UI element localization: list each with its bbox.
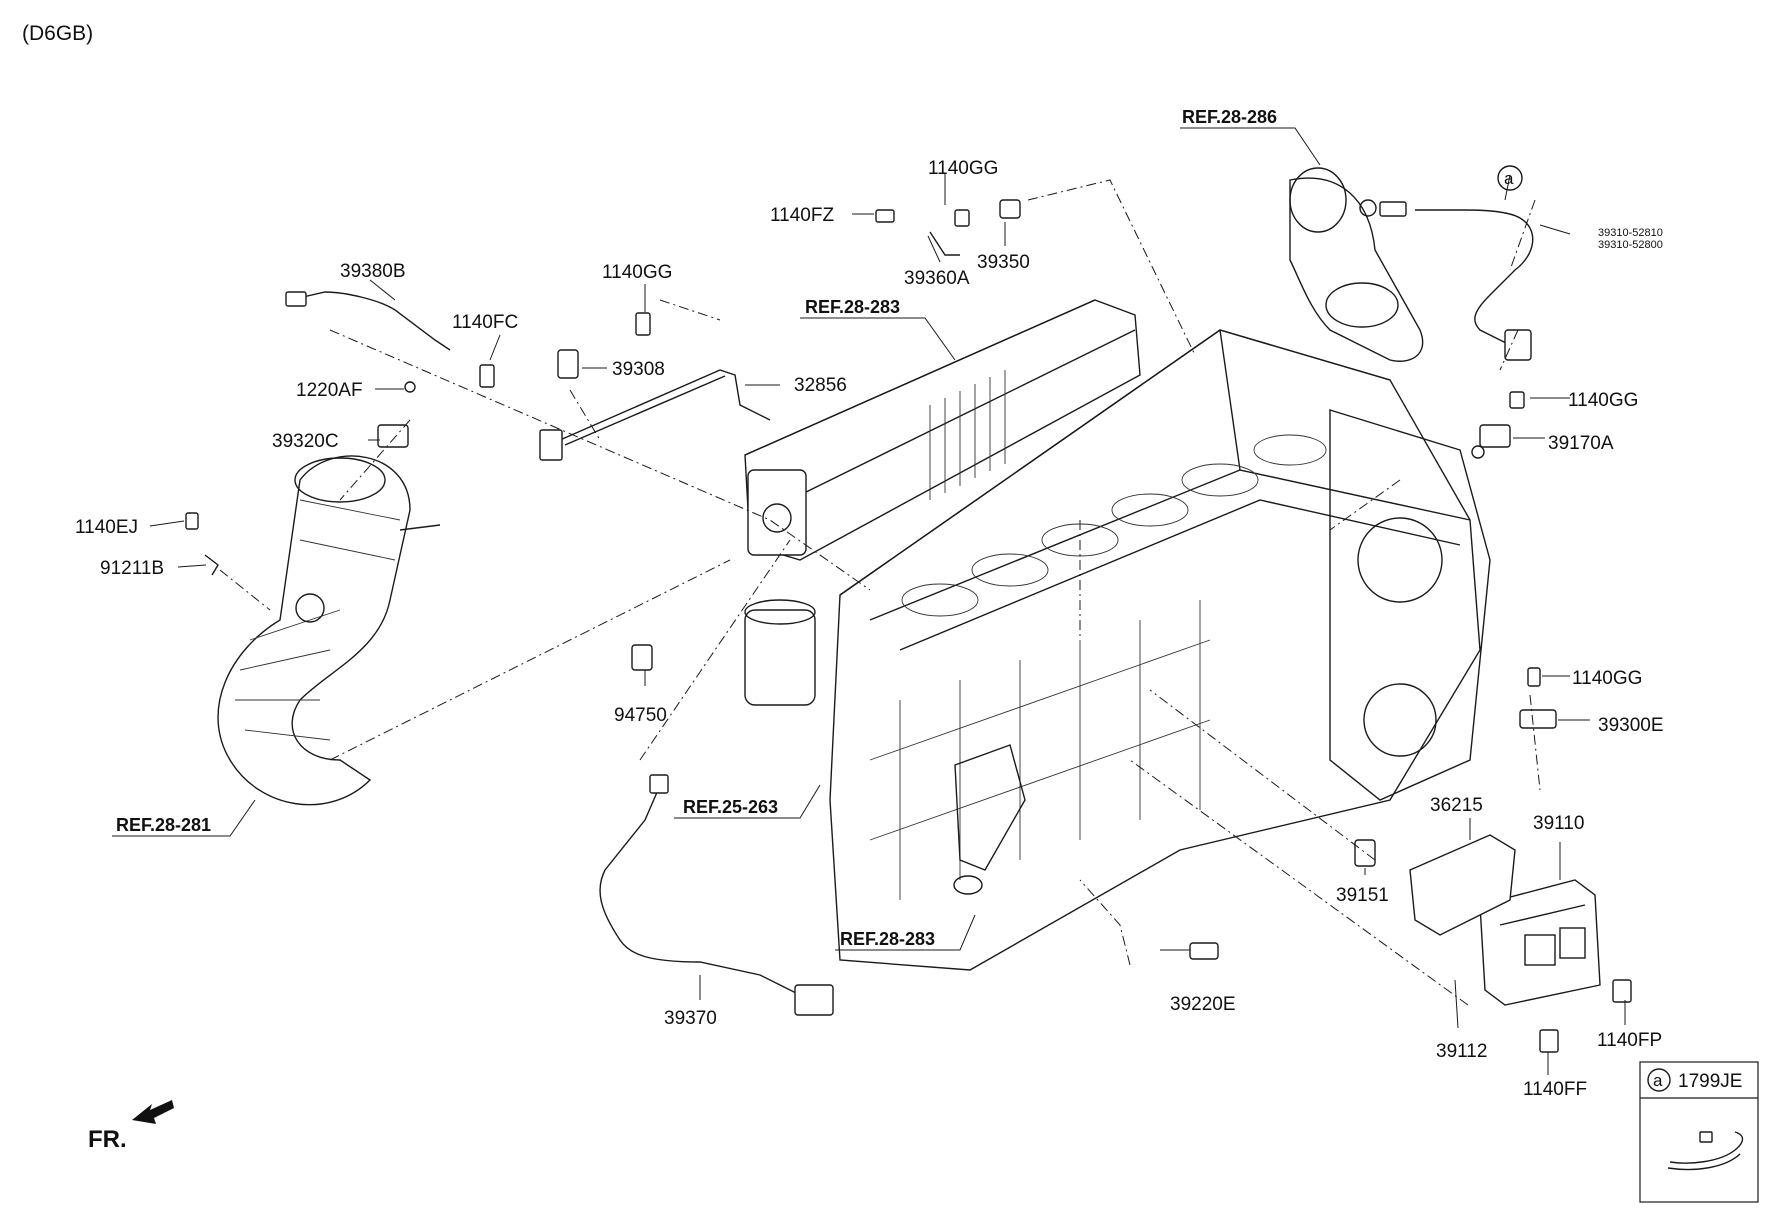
label-39380b: 39380B	[340, 261, 406, 282]
label-1140ej: 1140EJ	[75, 517, 138, 538]
label-39170a: 39170A	[1548, 433, 1614, 454]
bracket-36215	[1409, 834, 1516, 936]
callout-a: a	[1497, 165, 1523, 191]
front-arrow-icon	[132, 1100, 174, 1124]
front-direction-indicator: FR.	[88, 1100, 174, 1153]
label-36215: 36215	[1430, 795, 1483, 816]
label-1220af: 1220AF	[296, 380, 363, 401]
label-1140ff: 1140FF	[1523, 1079, 1587, 1100]
inset-1799je: a 1799JE	[1639, 1061, 1759, 1203]
label-32856: 32856	[794, 375, 847, 396]
ref-labels: REF.28-286 REF.28-283 REF.28-281 REF.25-…	[116, 107, 1277, 949]
label-39310-52810: 39310-52810	[1598, 227, 1663, 239]
turbo-duct	[1289, 167, 1424, 362]
label-39308: 39308	[612, 359, 665, 380]
label-39350: 39350	[977, 252, 1030, 273]
label-94750: 94750	[614, 705, 667, 726]
engine-code-label: (D6GB)	[22, 22, 93, 45]
sensor-39380b-wire	[289, 291, 451, 351]
label-1140gg-r2: 1140GG	[1572, 668, 1642, 689]
label-39110: 39110	[1533, 813, 1584, 834]
label-39151: 39151	[1336, 885, 1389, 906]
label-39320c: 39320C	[272, 431, 339, 452]
part-labels: 1140GG 1140FZ 39360A 39350 39380B 1140GG…	[75, 158, 1664, 1100]
sensor-39370-wire	[599, 789, 801, 996]
centerlines	[219, 179, 1541, 1006]
ref-28-281: REF.28-281	[116, 815, 211, 835]
label-39300e: 39300E	[1598, 715, 1664, 736]
callout-a-letter: a	[1504, 169, 1514, 188]
label-1140gg-r1: 1140GG	[1568, 390, 1638, 411]
ref-28-283-top: REF.28-283	[805, 297, 900, 317]
engine-block	[744, 329, 1491, 971]
intake-hose	[217, 455, 441, 806]
label-1140fz: 1140FZ	[770, 205, 834, 226]
ref-25-263: REF.25-263	[683, 797, 778, 817]
egr-cooler	[744, 299, 1141, 561]
pipe-32856	[559, 369, 771, 441]
label-1140gg-top: 1140GG	[928, 158, 998, 179]
inset-part-number: 1799JE	[1678, 1071, 1742, 1092]
label-39360a: 39360A	[904, 268, 970, 289]
label-1140fc: 1140FC	[452, 312, 518, 333]
label-39370: 39370	[664, 1008, 717, 1029]
leader-lines	[149, 174, 1626, 1075]
ref-28-286: REF.28-286	[1182, 107, 1277, 127]
label-1140fp: 1140FP	[1597, 1030, 1662, 1051]
front-label: FR.	[88, 1126, 127, 1153]
label-39112: 39112	[1436, 1041, 1487, 1062]
label-39220e: 39220E	[1170, 994, 1236, 1015]
label-91211b: 91211B	[100, 558, 164, 579]
bolts	[185, 199, 1632, 1053]
label-1140gg-mid: 1140GG	[602, 262, 672, 283]
ref-28-283-bottom: REF.28-283	[840, 929, 935, 949]
inset-letter: a	[1653, 1071, 1663, 1090]
sensor-39310-wire	[1415, 209, 1534, 346]
label-39310-52800: 39310-52800	[1598, 239, 1663, 251]
ecu-module	[1479, 879, 1601, 1006]
ref-leaders	[112, 127, 1511, 951]
